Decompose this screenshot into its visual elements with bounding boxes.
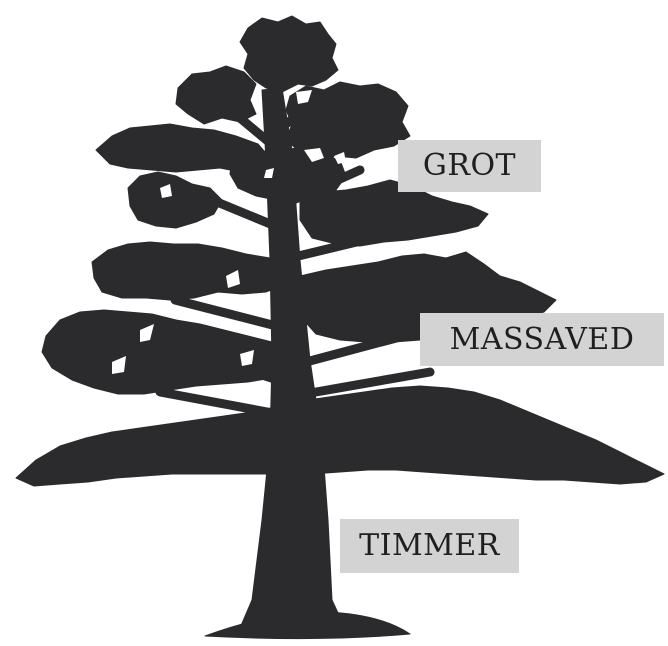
crown-left-mid	[128, 172, 222, 228]
crown-top	[240, 16, 338, 92]
crown-bottom-layer	[16, 386, 664, 486]
label-timmer: TIMMER	[340, 519, 519, 573]
label-massaved: MASSAVED	[420, 313, 664, 366]
label-grot: GROT	[398, 140, 541, 192]
crown-left-layer-2	[92, 242, 290, 300]
crown-upper-left	[176, 66, 256, 124]
